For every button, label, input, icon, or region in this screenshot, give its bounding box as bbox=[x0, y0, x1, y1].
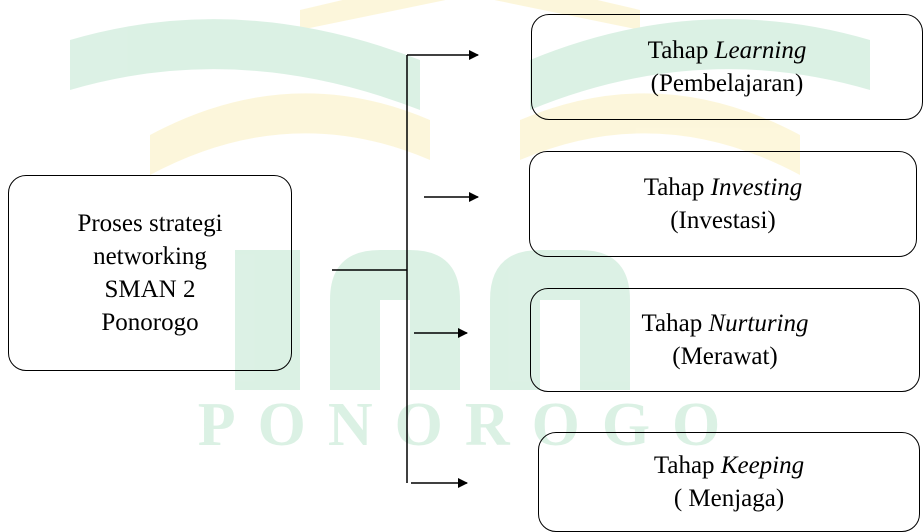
stage-prefix: Tahap bbox=[647, 37, 715, 64]
source-line: Ponorogo bbox=[101, 309, 199, 336]
watermark-right-arc bbox=[520, 93, 800, 175]
watermark-text: PONOROGO bbox=[198, 391, 743, 459]
stage-box-keeping: Tahap Keeping ( Menjaga) bbox=[538, 432, 920, 532]
stage-box-investing: Tahap Investing (Investasi) bbox=[529, 151, 917, 257]
stage-prefix: Tahap bbox=[641, 310, 709, 337]
stage-title: Tahap Nurturing bbox=[642, 307, 809, 340]
stage-translation: (Merawat) bbox=[672, 343, 778, 370]
source-box: Proses strategi networking SMAN 2 Ponoro… bbox=[8, 175, 292, 371]
watermark-roof-shape bbox=[300, 0, 640, 30]
stage-translation: ( Menjaga) bbox=[673, 485, 785, 512]
stage-title: Tahap Investing bbox=[644, 171, 803, 204]
stage-term: Investing bbox=[710, 174, 803, 201]
watermark-arch-2 bbox=[490, 250, 630, 390]
stage-term: Keeping bbox=[720, 452, 805, 479]
watermark-left-arc bbox=[150, 93, 430, 175]
stage-term: Learning bbox=[714, 37, 807, 64]
stage-title: Tahap Learning bbox=[648, 34, 807, 67]
stage-term: Nurturing bbox=[708, 310, 809, 337]
watermark-arch-1 bbox=[330, 250, 460, 390]
watermark-green-right bbox=[530, 19, 870, 110]
watermark-green-left bbox=[70, 19, 420, 110]
stage-prefix: Tahap bbox=[653, 452, 721, 479]
stage-title: Tahap Keeping bbox=[654, 449, 804, 482]
source-line: SMAN 2 bbox=[104, 276, 196, 303]
stage-box-learning: Tahap Learning (Pembelajaran) bbox=[531, 14, 923, 120]
stage-prefix: Tahap bbox=[643, 174, 711, 201]
source-line: Proses strategi bbox=[77, 210, 223, 237]
stage-translation: (Pembelajaran) bbox=[650, 70, 804, 97]
source-line: networking bbox=[93, 243, 207, 270]
stage-translation: (Investasi) bbox=[670, 207, 776, 234]
stage-box-nurturing: Tahap Nurturing (Merawat) bbox=[530, 288, 920, 392]
watermark-pillar-1 bbox=[235, 250, 300, 390]
